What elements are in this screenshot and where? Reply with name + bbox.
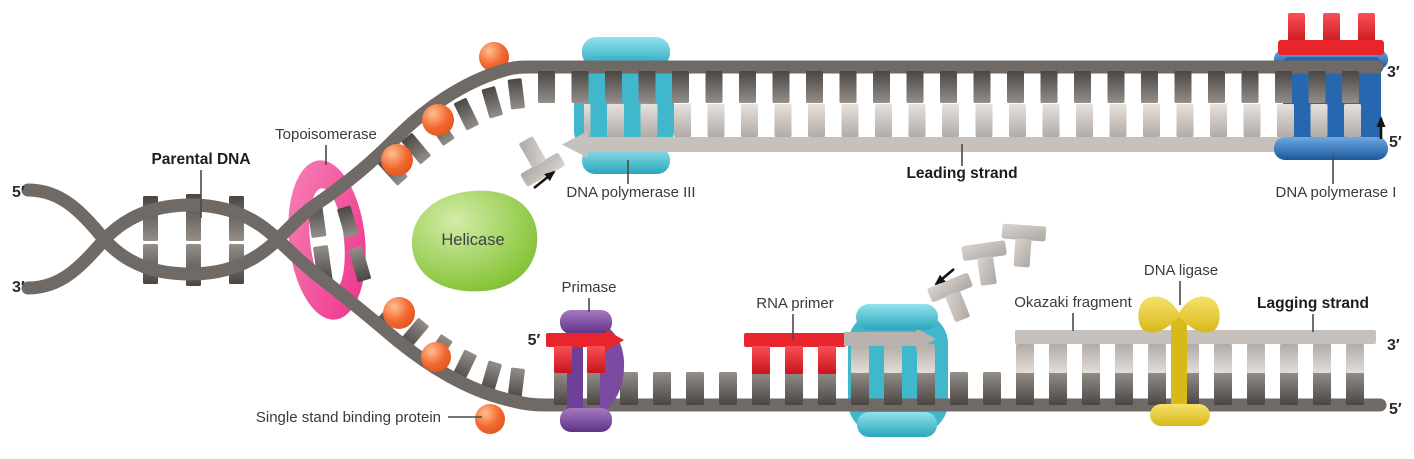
primer-5-marker: 5′ [528, 332, 541, 349]
template-strand-bottom [21, 198, 1387, 412]
polymerase-new-teeth [849, 344, 946, 373]
rna-primer-at-primase [546, 330, 624, 373]
dna-polymerase-iii-label: DNA polymerase III [566, 184, 695, 201]
lagging-strand-label: Lagging strand [1257, 295, 1369, 312]
rna-primer-segment [744, 333, 846, 374]
ssb-label: Single stand binding protein [256, 409, 441, 426]
leading-5-marker: 5′ [1389, 134, 1402, 151]
leading-new-strand-teeth [584, 104, 1374, 137]
leading-template-teeth [530, 71, 1375, 103]
dna-polymerase-iii-lagging-caps [856, 304, 938, 437]
dna-polymerase-i-label: DNA polymerase I [1276, 184, 1397, 201]
parental-5-marker: 5′ [12, 184, 25, 201]
ssb-proteins [381, 104, 505, 434]
parental-dna-label: Parental DNA [151, 151, 250, 168]
strand-end-markers: 5′ 3′ 3′ 5′ 5′ 3′ 5′ [12, 64, 1402, 418]
leading-strand-ladder [530, 71, 1375, 158]
nucleotide-in-arrow-lagging [934, 268, 955, 286]
leading-new-strand-bar [588, 137, 1374, 152]
dna-polymerase-i-foreground [1274, 13, 1388, 160]
dna-ligase-enzyme [1138, 296, 1220, 426]
rna-primer-label: RNA primer [756, 295, 834, 312]
topoisomerase-label: Topoisomerase [275, 126, 377, 143]
leading-strand-label: Leading strand [906, 165, 1017, 182]
leading-synthesis-arrowhead [562, 131, 588, 158]
okazaki-fragment-a-teeth [1014, 344, 1172, 373]
parental-3-marker: 3′ [12, 279, 25, 296]
okazaki-fragment-b-teeth [1186, 344, 1374, 373]
nucleotide-in-arrow-leading [533, 170, 556, 190]
lagging-5-marker: 5′ [1389, 401, 1402, 418]
okazaki-fragment-a-bar [1015, 330, 1173, 344]
template-strands [21, 60, 1387, 412]
primase-label: Primase [561, 279, 616, 296]
motion-arrows [533, 116, 1386, 286]
dna-ligase-label: DNA ligase [1144, 262, 1218, 279]
topoisomerase-ring [288, 160, 366, 320]
labels: Parental DNA Topoisomerase Helicase Sing… [151, 126, 1396, 426]
template-strand-top [21, 60, 1384, 281]
helicase-blob [411, 190, 538, 292]
okazaki-fragment-label: Okazaki fragment [1014, 294, 1132, 311]
helicase-label: Helicase [441, 231, 504, 249]
displaced-primer-bar [1278, 40, 1384, 55]
lagging-3-marker: 3′ [1387, 337, 1400, 354]
lagging-strand-ladder [552, 330, 1376, 405]
leading-3-marker: 3′ [1387, 64, 1400, 81]
lagging-synthesis-arrow [844, 328, 936, 351]
lagging-template-teeth [552, 372, 1374, 405]
okazaki-fragment-b-bar [1186, 330, 1376, 344]
